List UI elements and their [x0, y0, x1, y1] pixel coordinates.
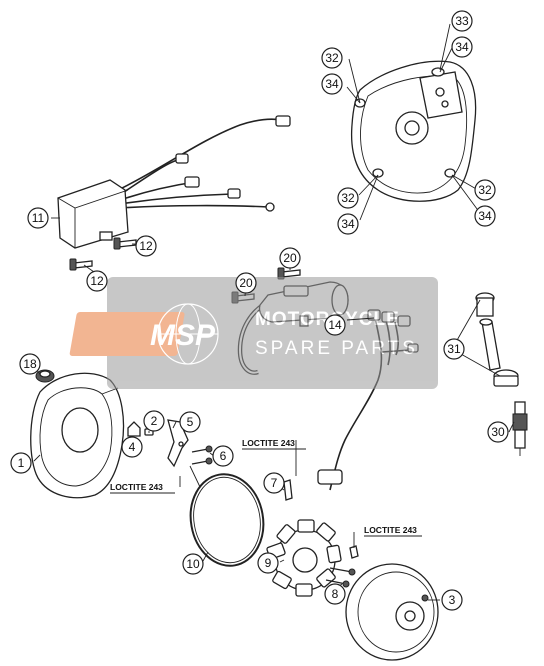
svg-text:7: 7 — [271, 476, 278, 490]
svg-text:5: 5 — [187, 415, 194, 429]
generator-cover — [350, 60, 477, 202]
callout-12-b: 12 — [86, 270, 108, 292]
screw-12-lower — [69, 258, 93, 271]
loctite-label-2: LOCTITE 243 — [110, 482, 175, 494]
svg-text:20: 20 — [239, 276, 253, 290]
watermark-logo-box — [69, 312, 185, 356]
bracket-screws — [191, 445, 213, 465]
callout-33: 33 — [451, 10, 473, 32]
svg-text:33: 33 — [455, 14, 469, 28]
svg-text:20: 20 — [283, 251, 297, 265]
svg-text:12: 12 — [90, 274, 104, 288]
callout-5: 5 — [179, 411, 201, 433]
stator-screws — [325, 545, 359, 588]
stator — [266, 519, 342, 597]
callout-20-b: 20 — [235, 272, 257, 294]
callout-32-c: 32 — [474, 179, 496, 201]
callout-11: 11 — [27, 207, 49, 229]
svg-text:31: 31 — [447, 342, 461, 356]
svg-text:34: 34 — [341, 217, 355, 231]
callout-20-a: 20 — [279, 247, 301, 269]
svg-text:3: 3 — [449, 593, 456, 607]
svg-text:34: 34 — [455, 40, 469, 54]
callout-18: 18 — [19, 353, 41, 375]
callout-3: 3 — [441, 589, 463, 611]
svg-text:LOCTITE 243: LOCTITE 243 — [242, 438, 295, 448]
callout-32-a: 32 — [321, 47, 343, 69]
callout-30: 30 — [487, 421, 509, 443]
svg-text:11: 11 — [32, 211, 45, 225]
svg-text:LOCTITE 243: LOCTITE 243 — [110, 482, 163, 492]
spark-plug — [512, 401, 528, 456]
spark-plug-cap — [475, 292, 519, 387]
screw-7 — [283, 479, 293, 501]
svg-text:9: 9 — [265, 556, 272, 570]
callout-9: 9 — [257, 552, 279, 574]
svg-text:34: 34 — [478, 209, 492, 223]
svg-text:34: 34 — [325, 77, 339, 91]
svg-text:6: 6 — [220, 449, 227, 463]
callout-4: 4 — [121, 436, 143, 458]
loctite-label-1: LOCTITE 243 — [242, 438, 306, 450]
svg-text:2: 2 — [151, 414, 158, 428]
callout-34-b: 34 — [321, 73, 343, 95]
callout-34-d: 34 — [474, 205, 496, 227]
callout-2: 2 — [143, 410, 165, 432]
screw-12-upper — [113, 237, 137, 250]
nut — [35, 369, 55, 383]
watermark-line2: SPARE PARTS — [255, 338, 418, 359]
loctite-label-3: LOCTITE 243 — [364, 525, 422, 537]
callout-8: 8 — [324, 583, 346, 605]
svg-text:14: 14 — [328, 318, 342, 332]
clip — [127, 421, 141, 437]
svg-text:10: 10 — [186, 557, 200, 571]
ignition-cover — [30, 372, 125, 499]
svg-text:1: 1 — [18, 456, 25, 470]
svg-text:30: 30 — [491, 425, 505, 439]
callout-7: 7 — [263, 472, 285, 494]
callout-31: 31 — [443, 338, 465, 360]
watermark: MSP MOTORCYCLE SPARE PARTS — [69, 277, 438, 389]
svg-text:4: 4 — [129, 440, 136, 454]
svg-text:LOCTITE 243: LOCTITE 243 — [364, 525, 417, 535]
flywheel — [345, 563, 439, 661]
callout-32-b: 32 — [337, 187, 359, 209]
cdi-unit — [57, 115, 291, 249]
svg-text:12: 12 — [139, 239, 153, 253]
callout-1: 1 — [10, 452, 32, 474]
svg-text:32: 32 — [341, 191, 355, 205]
callout-34-a: 34 — [451, 36, 473, 58]
svg-text:32: 32 — [325, 51, 339, 65]
callout-14: 14 — [324, 314, 346, 336]
svg-text:32: 32 — [478, 183, 492, 197]
callout-6: 6 — [212, 445, 234, 467]
svg-text:18: 18 — [23, 357, 37, 371]
svg-text:8: 8 — [332, 587, 339, 601]
callout-12-a: 12 — [135, 235, 157, 257]
gasket — [189, 473, 265, 567]
screw-20-upper — [277, 267, 301, 280]
callout-34-c: 34 — [337, 213, 359, 235]
callout-10: 10 — [182, 553, 204, 575]
